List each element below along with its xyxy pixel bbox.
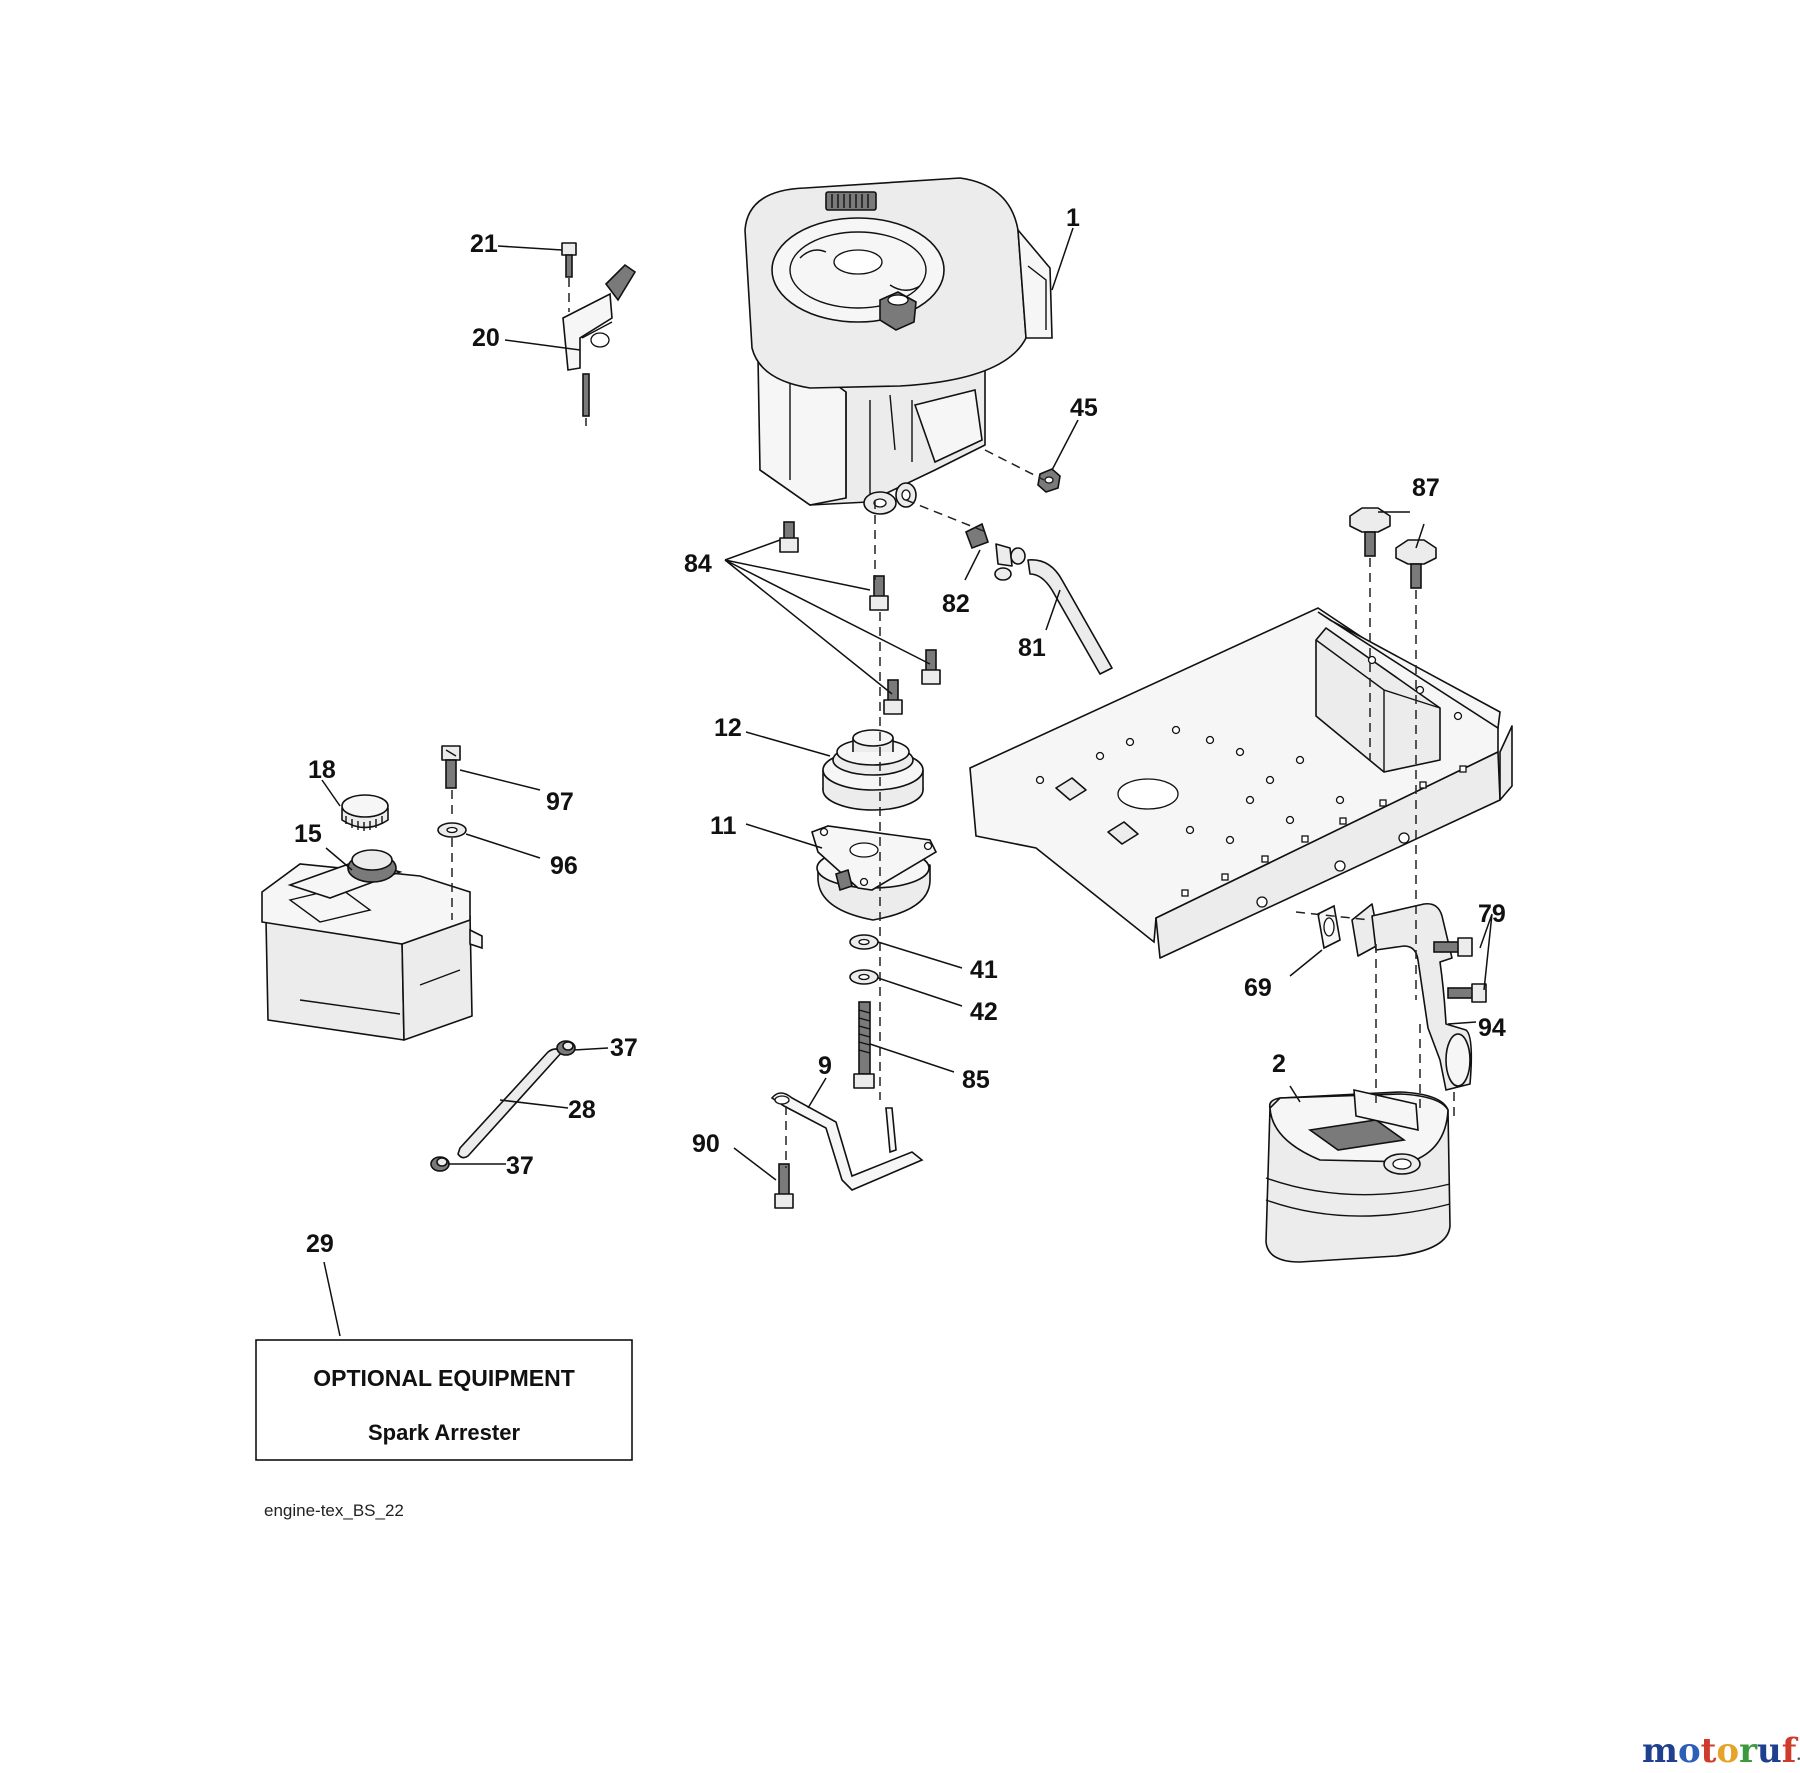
callout-1: 1 bbox=[1066, 204, 1080, 232]
watermark-main-text: motoruf bbox=[1642, 1731, 1799, 1771]
callout-21: 21 bbox=[470, 230, 498, 258]
watermark-suffix-text: .de bbox=[1796, 1748, 1800, 1764]
callout-90: 90 bbox=[692, 1130, 720, 1158]
callout-42: 42 bbox=[970, 998, 998, 1026]
callout-41: 41 bbox=[970, 956, 998, 984]
bolts-79-part bbox=[1433, 937, 1487, 1003]
washers-41-42-part bbox=[849, 934, 879, 985]
watermark-logo: motoruf.de bbox=[1642, 1731, 1800, 1771]
washer-96-part bbox=[437, 822, 467, 838]
clutch-11-part bbox=[811, 825, 938, 921]
engine-part bbox=[744, 177, 1053, 515]
callout-2: 2 bbox=[1272, 1050, 1286, 1078]
callout-81: 81 bbox=[1018, 634, 1046, 662]
fuel-fitting-82-part bbox=[964, 522, 1026, 581]
callout-18: 18 bbox=[308, 756, 336, 784]
callout-94: 94 bbox=[1478, 1014, 1506, 1042]
bolts-84-part bbox=[779, 521, 941, 715]
callout-12: 12 bbox=[714, 714, 742, 742]
bolt-90-part bbox=[774, 1163, 794, 1209]
leader-lines bbox=[321, 227, 1493, 1337]
optional-equipment-title: OPTIONAL EQUIPMENT bbox=[313, 1365, 575, 1391]
svg-text:motoruf.de: motoruf.de bbox=[1642, 1731, 1800, 1771]
pulley-12-part bbox=[822, 729, 924, 811]
callout-37-bottom: 37 bbox=[506, 1152, 534, 1180]
callout-82: 82 bbox=[942, 590, 970, 618]
callout-45: 45 bbox=[1070, 394, 1098, 422]
callout-79: 79 bbox=[1478, 900, 1506, 928]
fuel-tank-15-part bbox=[261, 849, 483, 1041]
drawing-code: engine-tex_BS_22 bbox=[264, 1501, 404, 1520]
callout-69: 69 bbox=[1244, 974, 1272, 1002]
nut-45-part bbox=[1037, 468, 1061, 493]
gasket-69-part bbox=[1317, 904, 1341, 950]
callout-97: 97 bbox=[546, 788, 574, 816]
bolt-85-part bbox=[853, 1001, 875, 1089]
callout-37-top: 37 bbox=[610, 1034, 638, 1062]
optional-equipment-item: Spark Arrester bbox=[368, 1420, 520, 1445]
callout-96: 96 bbox=[550, 852, 578, 880]
callout-11: 11 bbox=[710, 812, 737, 840]
bracket-9-part bbox=[770, 1092, 924, 1191]
fuel-cap-18-part bbox=[341, 794, 389, 831]
clamp-37-part bbox=[430, 1040, 576, 1172]
optional-equipment-box: OPTIONAL EQUIPMENT Spark Arrester bbox=[255, 1339, 633, 1461]
fuel-line-81-part bbox=[1027, 559, 1113, 675]
callout-15: 15 bbox=[294, 820, 322, 848]
callout-20: 20 bbox=[472, 324, 500, 352]
screw-97-part bbox=[441, 745, 461, 789]
callout-85: 85 bbox=[962, 1066, 990, 1094]
frame-plate-part bbox=[969, 607, 1513, 959]
callout-9: 9 bbox=[818, 1052, 832, 1080]
callout-28: 28 bbox=[568, 1096, 596, 1124]
fuel-hose-28-part bbox=[457, 1048, 563, 1159]
callout-84: 84 bbox=[684, 550, 712, 578]
callout-29: 29 bbox=[306, 1230, 334, 1258]
muffler-2-part bbox=[1265, 1088, 1451, 1263]
callouts: 1 2 9 11 12 15 18 20 21 28 29 37 37 41 4… bbox=[294, 204, 1506, 1258]
callout-87: 87 bbox=[1412, 474, 1440, 502]
assembly-lines bbox=[451, 278, 1455, 1168]
bolts-87-part bbox=[1349, 507, 1437, 589]
throttle-control-part bbox=[561, 242, 637, 426]
